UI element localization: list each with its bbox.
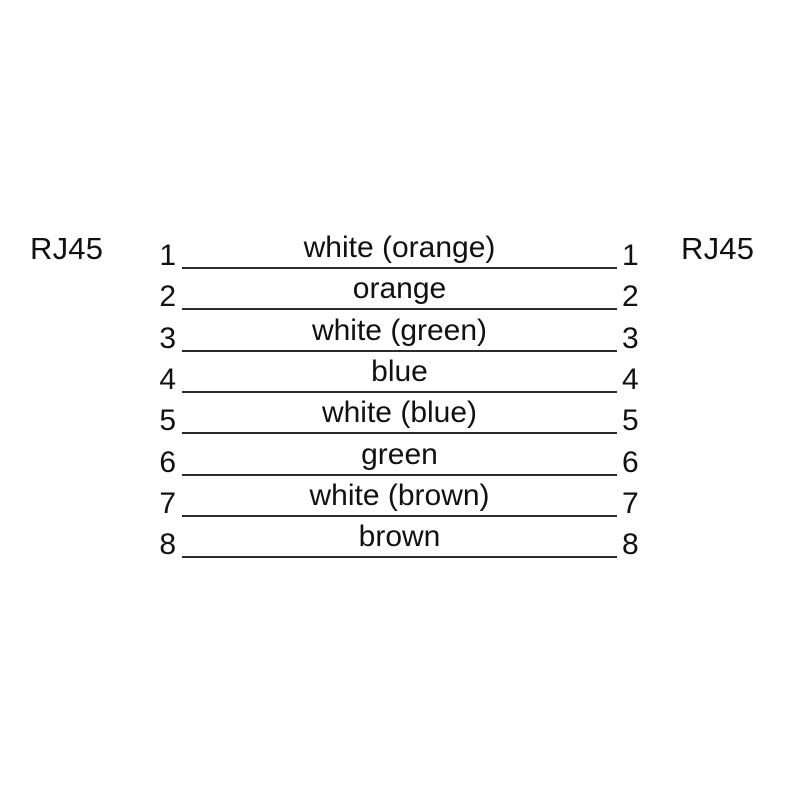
left-pin-number: 5 (159, 404, 176, 438)
left-pin-number: 7 (159, 486, 176, 520)
left-connector-label: RJ45 (30, 231, 104, 266)
left-pin-number: 3 (159, 321, 176, 355)
right-pin-number: 8 (622, 528, 639, 562)
left-pin-number: 8 (159, 528, 176, 562)
wire-color-label: white (blue) (321, 396, 478, 430)
wire-color-label: orange (352, 272, 447, 306)
left-pin-number: 1 (159, 239, 176, 272)
right-pin-number: 7 (622, 486, 639, 520)
left-pin-number: 4 (159, 362, 176, 396)
wire-color-label: brown (358, 520, 441, 554)
right-connector-label: RJ45 (681, 231, 755, 266)
wire-line (182, 308, 617, 311)
wire-color-label: green (361, 437, 438, 471)
left-pin-number: 2 (159, 280, 176, 314)
right-pin-number: 5 (622, 404, 639, 438)
wire-line (182, 432, 617, 435)
wire-line (182, 267, 617, 269)
wire-line (182, 556, 617, 559)
right-pin-number: 2 (622, 280, 639, 314)
wire-line (182, 473, 617, 476)
wire-line (182, 390, 617, 393)
wire-line (182, 349, 617, 352)
wire-color-label: white (brown) (309, 478, 490, 512)
wire-color-label: white (green) (311, 313, 488, 347)
wire-color-label: blue (371, 354, 428, 388)
wire-color-label: white (orange) (303, 231, 496, 264)
right-pin-number: 1 (622, 239, 639, 272)
wire-line (182, 514, 617, 517)
left-pin-number: 6 (159, 445, 176, 479)
right-pin-number: 3 (622, 321, 639, 355)
right-pin-number: 6 (622, 445, 639, 479)
right-pin-number: 4 (622, 362, 639, 396)
